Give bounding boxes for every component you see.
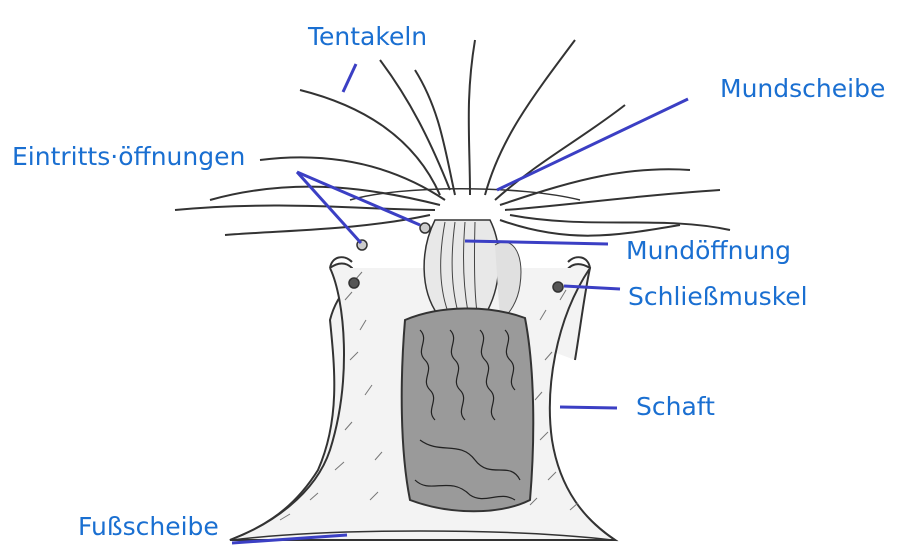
label-eintrittsoeffnungen: Eintritts·öffnungen	[12, 142, 245, 172]
label-mundoeffnung: Mundöffnung	[626, 236, 791, 266]
leader-mundscheibe	[497, 99, 688, 190]
leader-eintritt-2	[297, 172, 420, 225]
tentacle	[415, 70, 455, 195]
label-schaft: Schaft	[636, 392, 715, 422]
right-sphincter	[553, 282, 563, 292]
label-fussscheibe: Fußscheibe	[78, 512, 219, 542]
tentacle-crown	[175, 40, 730, 236]
center-left-pore	[420, 223, 430, 233]
pharynx-cutaway	[402, 220, 534, 511]
tentacle	[225, 215, 430, 235]
tentacle	[469, 40, 475, 195]
tentacle	[175, 206, 435, 210]
tentacle	[510, 215, 730, 230]
leader-schaft	[560, 407, 617, 408]
label-schliessmuskel: Schließmuskel	[628, 282, 808, 312]
tentacle	[260, 157, 445, 200]
tentacle	[300, 90, 440, 195]
label-mundscheibe: Mundscheibe	[720, 74, 885, 104]
leader-tentakeln	[343, 64, 356, 92]
pharynx	[424, 220, 499, 315]
gut-cavity	[402, 308, 534, 511]
left-sphincter	[349, 278, 359, 288]
label-tentakeln: Tentakeln	[308, 22, 427, 52]
